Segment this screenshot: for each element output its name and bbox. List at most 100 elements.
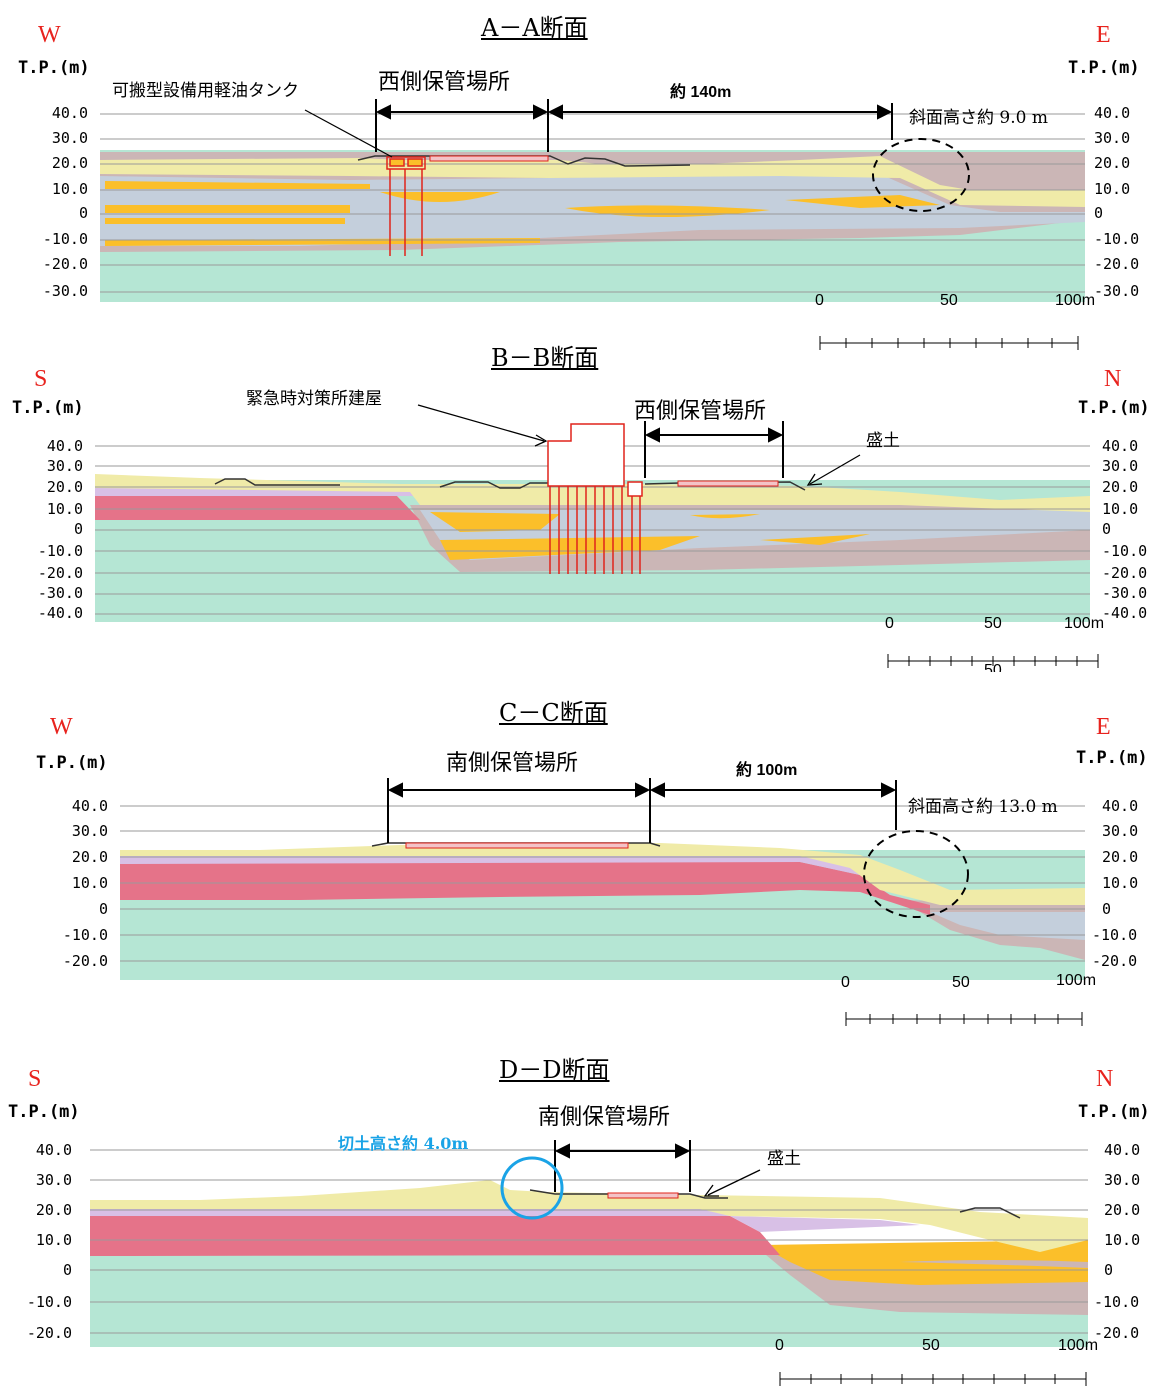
section-aa-unit-right: T.P.(m): [1068, 58, 1140, 78]
section-dd-unit-right: T.P.(m): [1078, 1102, 1150, 1122]
bb-red-layer: [95, 494, 420, 520]
dd-clay-lens: [900, 1260, 1088, 1268]
section-cc-profile: [120, 778, 1085, 1026]
cc-site-dimension: [387, 778, 897, 843]
section-aa-profile: [100, 99, 1085, 350]
section-bb-unit-right: T.P.(m): [1078, 398, 1150, 418]
bb-ytick-left: 0: [73, 520, 83, 538]
aa-ytick-right: 10.0: [1094, 180, 1131, 198]
cc-slope-circle: [863, 830, 969, 918]
cc-ytick-right: 10.0: [1102, 874, 1139, 892]
section-cc-dir-right: E: [1096, 714, 1111, 740]
bb-ytick-right: -10.0: [1102, 542, 1148, 560]
cc-red-layer: [120, 858, 930, 915]
dd-cut-label: 切土高さ約 4.0m: [338, 1134, 469, 1153]
aa-ytick-right: 40.0: [1094, 104, 1131, 122]
aa-ytick-left: 20.0: [51, 154, 88, 172]
section-aa-dir-left: W: [38, 22, 61, 48]
dd-scale-bar: [779, 1372, 1087, 1386]
dd-site-label: 南側保管場所: [538, 1105, 671, 1130]
bb-piles: [549, 486, 641, 574]
bb-scale-mid: 50: [984, 615, 1002, 632]
cc-lilac-layer: [120, 852, 860, 875]
bb-fill-label: 盛土: [866, 431, 900, 451]
section-cc-unit-left: T.P.(m): [36, 753, 108, 773]
dd-ytick-right: 20.0: [1104, 1201, 1141, 1219]
bb-site-dimension: [644, 421, 784, 478]
section-dd-dir-left: S: [28, 1066, 42, 1092]
bb-ytick-right: 30.0: [1102, 457, 1139, 475]
section-bb-title: B－B断面: [491, 344, 599, 372]
section-dd-title: D－D断面: [499, 1056, 610, 1084]
bb-storage-pad: [677, 480, 779, 487]
bb-ytick-right: -40.0: [1102, 604, 1148, 622]
aa-oil-tank: [386, 156, 426, 256]
cc-distance-label: 約 100m: [736, 762, 798, 779]
dd-scale-end: 100m: [1058, 1337, 1099, 1354]
bb-site-label: 西側保管場所: [634, 399, 767, 424]
aa-ground-line: [357, 155, 691, 167]
section-bb-dir-left: S: [34, 366, 48, 392]
dd-ground-line: [529, 1189, 1021, 1219]
bb-ytick-left: -10.0: [37, 542, 83, 560]
aa-ytick-left: 40.0: [51, 104, 88, 122]
aa-ytick-right: 30.0: [1094, 129, 1131, 147]
cc-ytick-left: -20.0: [62, 952, 108, 970]
bb-ytick-left: 30.0: [46, 457, 83, 475]
aa-distance-label: 約 140m: [670, 84, 732, 101]
bb-building: [547, 423, 643, 497]
dd-ytick-right: 10.0: [1104, 1231, 1141, 1249]
bb-ytick-right: -20.0: [1102, 564, 1148, 582]
bb-ytick-left: -20.0: [37, 564, 83, 582]
section-aa-title: A－A断面: [481, 14, 588, 42]
bb-ytick-right: 0: [1102, 520, 1112, 538]
cc-fill-layer: [120, 843, 1085, 905]
aa-sand-lens-1: [105, 181, 370, 189]
aa-ytick-right: -30.0: [1094, 282, 1140, 300]
section-cc-unit-right: T.P.(m): [1076, 748, 1148, 768]
section-bb-profile: [95, 404, 1099, 668]
dd-scale-mid: 50: [922, 1337, 940, 1354]
dd-ytick-right: 30.0: [1104, 1171, 1141, 1189]
dd-ytick-left: 30.0: [35, 1171, 72, 1189]
dd-cut-circle: [500, 1156, 564, 1220]
aa-tank-label: 可搬型設備用軽油タンク: [112, 81, 299, 101]
bb-ytick-left: 20.0: [46, 478, 83, 496]
bb-scale-below: 50: [984, 662, 1002, 672]
aa-tank-leader: [304, 109, 393, 158]
section-dd-dir-right: N: [1096, 1066, 1114, 1092]
cc-ytick-right: 20.0: [1102, 848, 1139, 866]
aa-ytick-left: 0: [78, 204, 88, 222]
aa-scale-bar: [819, 336, 1079, 350]
bb-ytick-left: 40.0: [46, 437, 83, 455]
bb-scale-bar: [887, 654, 1099, 668]
aa-slope-circle: [872, 138, 970, 212]
dd-ytick-right: 0: [1104, 1261, 1114, 1279]
bb-building-label: 緊急時対策所建屋: [246, 389, 382, 409]
bb-ytick-right: 40.0: [1102, 437, 1139, 455]
bb-ytick-right: 10.0: [1102, 500, 1139, 518]
dd-scale-zero: 0: [775, 1337, 784, 1354]
aa-site-dimension: [375, 99, 893, 152]
dd-ytick-right: 40.0: [1104, 1141, 1141, 1159]
bb-leaders: [417, 404, 861, 486]
cc-site-label: 南側保管場所: [446, 751, 579, 776]
cc-ytick-right: 30.0: [1102, 822, 1139, 840]
section-aa-unit-left: T.P.(m): [18, 58, 90, 78]
aa-ytick-right: 20.0: [1094, 154, 1131, 172]
dd-ytick-left: 40.0: [35, 1141, 72, 1159]
cc-scale-zero: 0: [841, 974, 850, 991]
aa-sand-lens-2: [105, 205, 540, 246]
aa-storage-pad: [429, 155, 549, 162]
aa-ytick-right: -10.0: [1094, 230, 1140, 248]
dd-ytick-left: -20.0: [26, 1324, 72, 1342]
aa-ytick-left: -20.0: [42, 255, 88, 273]
aa-fill-layer: [100, 156, 1085, 207]
aa-ytick-left: -30.0: [42, 282, 88, 300]
aa-scale-zero: 0: [815, 292, 824, 309]
section-bb-dir-right: N: [1104, 366, 1122, 392]
cc-slope-label: 斜面高さ約 13.0 m: [908, 797, 1058, 817]
bb-ytick-left: -40.0: [37, 604, 83, 622]
cc-ytick-right: -20.0: [1092, 952, 1138, 970]
section-bb-unit-left: T.P.(m): [12, 398, 84, 418]
